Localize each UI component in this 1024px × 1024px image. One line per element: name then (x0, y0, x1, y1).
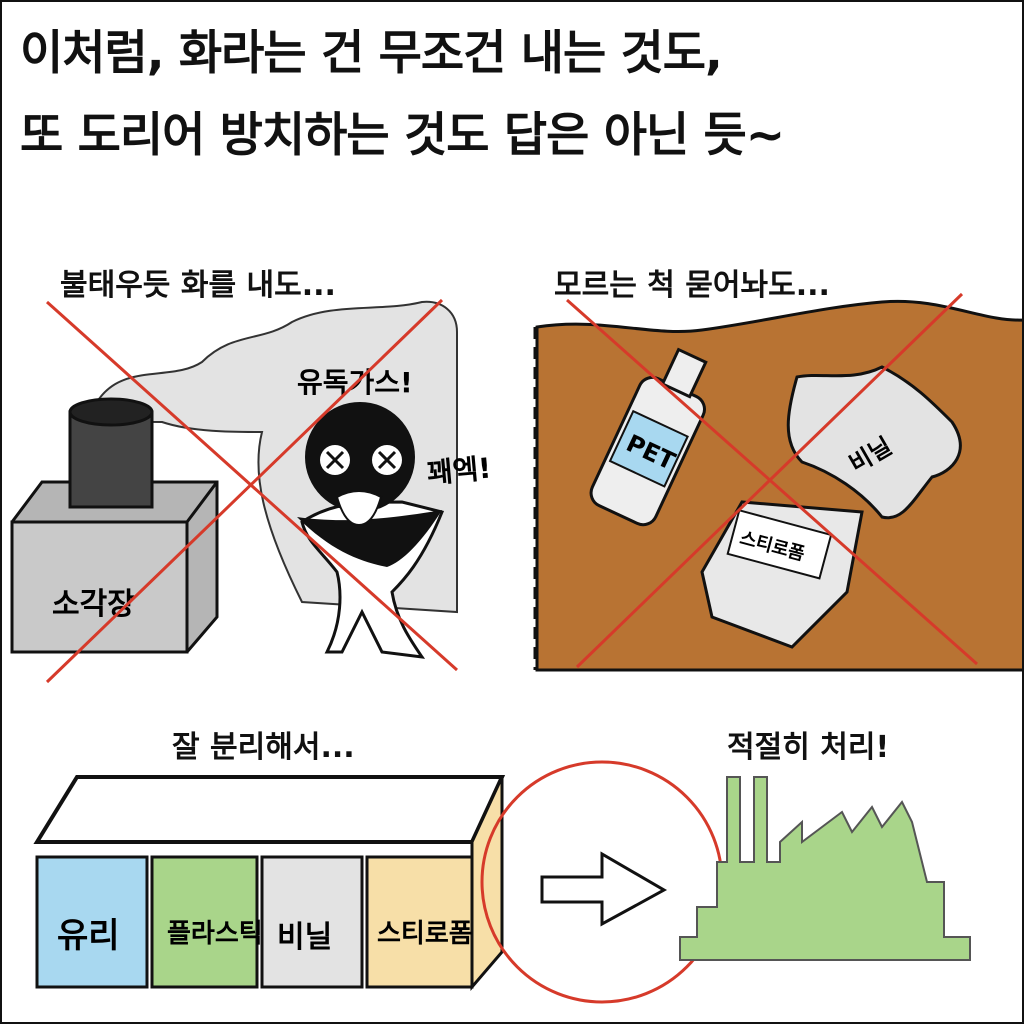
bin-glass (35, 855, 149, 989)
caption-burn: 불태우듯 화를 내도... (60, 268, 336, 303)
pet-bottle: PET (589, 347, 708, 527)
cross-line (566, 298, 978, 666)
bin-label: 플라스틱 (167, 919, 263, 949)
caption-bury: 모르는 척 묻어놔도... (554, 268, 830, 303)
bin-vinyl (260, 855, 364, 989)
cough-label: 꽤엑! (426, 452, 493, 490)
cross-line (45, 300, 459, 672)
bin-styrofoam (365, 855, 474, 989)
caption-process: 적절히 처리! (727, 730, 890, 765)
recycling-bins: 유리 플라스틱 비닐 스티로폼 (33, 775, 506, 992)
title-line-2: 또 도리어 방치하는 것도 답은 아닌 듯~ (20, 108, 785, 163)
coughing-character (297, 402, 445, 659)
arrow-icon (540, 851, 668, 927)
incinerator-label: 소각장 (52, 587, 135, 622)
bin-label: 스티로폼 (377, 919, 473, 949)
factory-icon (679, 776, 971, 961)
incinerator: 소각장 (10, 397, 219, 654)
styrofoam-block: 스티로폼 (700, 500, 864, 649)
title-line-1: 이처럼, 화라는 건 무조건 내는 것도, (20, 26, 723, 81)
bin-label: 비닐 (277, 920, 332, 955)
bin-label: 유리 (57, 916, 120, 956)
plastic-bag: 비닐 (786, 365, 962, 520)
caption-sort: 잘 분리해서... (172, 730, 355, 765)
bin-plastic (150, 855, 259, 989)
cross-line (575, 292, 964, 669)
cross-line (45, 298, 444, 684)
